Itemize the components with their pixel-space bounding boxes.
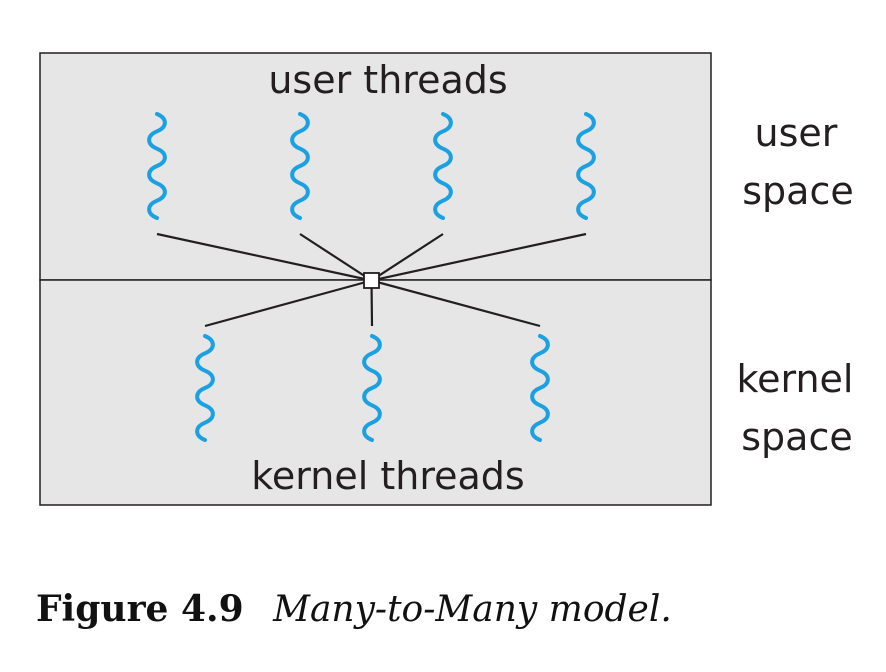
multiplexer-box [363, 272, 380, 289]
kernel-thread-3 [530, 334, 550, 442]
kernel-thread-1 [195, 334, 215, 442]
figure-caption: Figure 4.9 Many-to-Many model. [36, 588, 672, 630]
kernel-thread-link-1 [204, 279, 372, 328]
figure-title: Many-to-Many model. [273, 589, 672, 630]
user-space-panel [39, 52, 712, 281]
kernel-space-label-line1: kernel [736, 357, 853, 401]
user-threads-label: user threads [268, 58, 507, 102]
many-to-many-diagram: user threads kernel threads user space k… [39, 52, 854, 506]
user-space-label-line2: space [742, 169, 853, 213]
user-thread-link-3 [370, 233, 444, 282]
kernel-thread-link-3 [371, 279, 541, 328]
user-thread-4 [576, 112, 596, 220]
user-thread-link-4 [371, 232, 587, 282]
threads-group [147, 112, 596, 442]
user-thread-2 [290, 112, 310, 220]
user-thread-3 [433, 112, 453, 220]
user-thread-link-1 [156, 232, 372, 282]
thread-connections [156, 232, 587, 328]
kernel-thread-2 [362, 334, 382, 442]
user-thread-1 [147, 112, 167, 220]
kernel-space-label-line2: space [741, 415, 852, 459]
kernel-space-panel [39, 279, 712, 506]
kernel-threads-label: kernel threads [251, 454, 524, 498]
figure-number: Figure 4.9 [36, 588, 244, 630]
user-space-label-line1: user [755, 111, 838, 155]
user-thread-link-2 [299, 233, 373, 282]
